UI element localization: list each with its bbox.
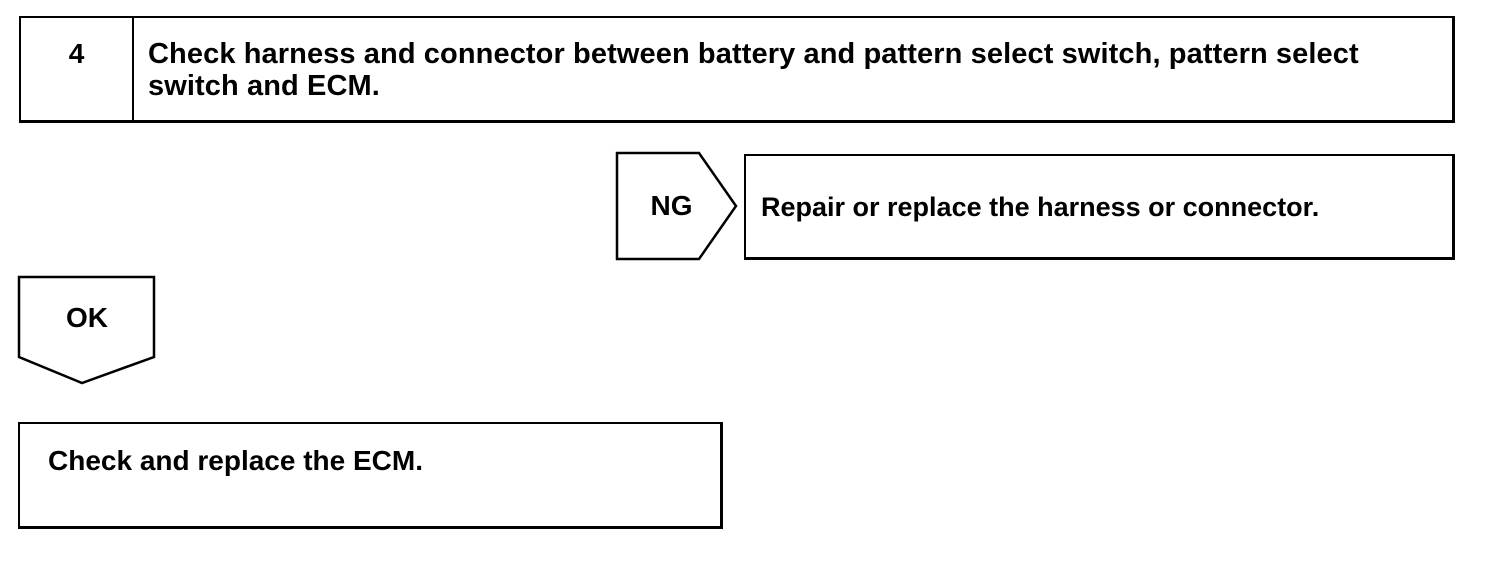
ok-label: OK — [66, 302, 108, 333]
ok-result-text: Check and replace the ECM. — [48, 445, 424, 476]
ok-arrow-shape — [17, 275, 156, 385]
ng-result-text: Repair or replace the harness or connect… — [761, 192, 1320, 222]
ng-label: NG — [650, 190, 693, 221]
step-title: Check harness and connector between batt… — [148, 38, 1359, 102]
step-box: 4 Check harness and connector between ba… — [19, 16, 1455, 123]
ng-result-box: Repair or replace the harness or connect… — [744, 154, 1455, 260]
step-number: 4 — [21, 18, 134, 120]
ok-result-box: Check and replace the ECM. — [18, 422, 723, 529]
